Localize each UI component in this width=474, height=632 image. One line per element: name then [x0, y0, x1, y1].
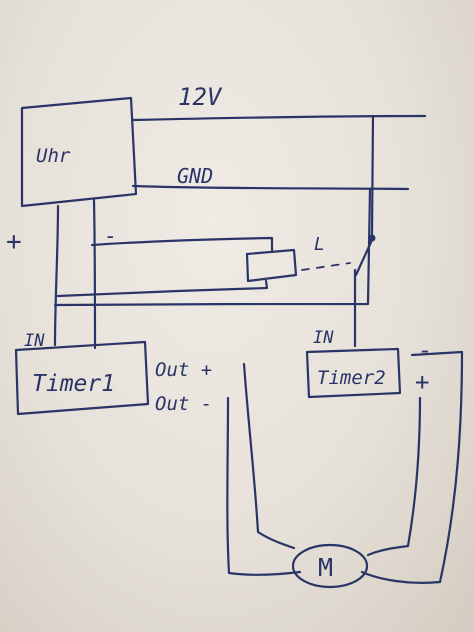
clock-box [20, 96, 138, 208]
rail-gnd-wire [131, 184, 410, 191]
timer1-label: Timer1 [32, 371, 115, 397]
gnd-to-timer1-wire [53, 187, 372, 307]
motor-circle [291, 543, 369, 589]
rail-12v-label: 12V [178, 83, 223, 111]
motor-label: M [318, 553, 333, 582]
clock-label: Uhr [36, 145, 71, 167]
relay-minus-wire [90, 236, 274, 252]
timer2-box [305, 347, 402, 399]
timer1-box [14, 340, 150, 416]
relay-coil-return-wire [56, 279, 269, 298]
timer2-in-label: IN [313, 328, 334, 348]
timer1-out-minus-wire [226, 396, 302, 576]
relay-link-dashed [301, 262, 351, 271]
clock-minus-wire [92, 198, 97, 350]
timer2-minus-label: - [418, 336, 432, 364]
minus-left-label: - [104, 224, 117, 249]
relay-coil [245, 248, 298, 283]
timer2-plus-wire [366, 396, 422, 557]
timer1-out-plus-label: Out + [155, 359, 212, 381]
rail-gnd-label: GND [177, 164, 213, 188]
timer1-out-plus-wire [242, 362, 296, 550]
timer1-in-label: IN [24, 331, 45, 351]
timer2-label: Timer2 [317, 367, 386, 389]
plus-left-label: + [6, 227, 22, 257]
relay-symbol-label: L [314, 234, 325, 255]
timer2-minus-wire [360, 350, 464, 584]
rail-12v-wire [131, 114, 427, 122]
timer1-out-minus-label: Out - [155, 393, 212, 415]
timer2-plus-label: + [415, 368, 429, 396]
clock-plus-wire [53, 204, 60, 347]
switch-vertical-wire [370, 114, 375, 236]
